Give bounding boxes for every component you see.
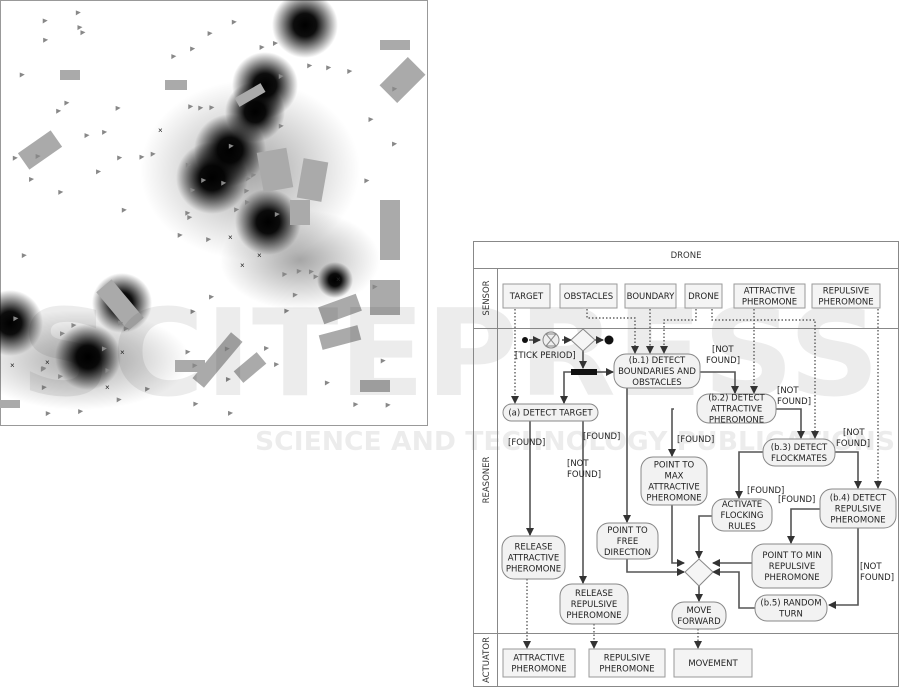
tick-period-label: [TICK PERIOD] bbox=[515, 351, 576, 361]
sensor-drone-label: DRONE bbox=[688, 292, 719, 302]
guard-label: FOUND] bbox=[706, 356, 740, 366]
action-detect-target: (a) DETECT TARGET bbox=[502, 403, 599, 422]
sensor-obstacles-label: OBSTACLES bbox=[564, 292, 613, 302]
guard-label: [FOUND] bbox=[747, 486, 784, 496]
guard-label: [FOUND] bbox=[583, 432, 620, 442]
svg-text:×: × bbox=[228, 233, 233, 242]
sensor-target-label: TARGET bbox=[509, 292, 544, 302]
svg-text:×: × bbox=[336, 275, 341, 284]
sensor-boundary: BOUNDARY bbox=[624, 283, 677, 309]
guard-label: [NOT bbox=[567, 459, 589, 469]
action-detect-target-label: (a) DETECT TARGET bbox=[508, 409, 593, 419]
hourglass-timer-icon bbox=[542, 331, 560, 349]
guard-label: FOUND] bbox=[777, 397, 811, 407]
svg-text:×: × bbox=[120, 348, 125, 357]
object-flows bbox=[511, 309, 882, 649]
svg-text:×: × bbox=[158, 126, 163, 135]
initial-node bbox=[522, 337, 528, 343]
sensor-obstacles: OBSTACLES bbox=[559, 283, 618, 309]
lane-sensor: SENSOR bbox=[482, 280, 492, 315]
svg-text:×: × bbox=[10, 361, 15, 370]
drone-clusters bbox=[0, 0, 353, 390]
guard-label: [FOUND] bbox=[508, 438, 545, 448]
sensor-target: TARGET bbox=[502, 283, 551, 309]
diagram-title: DRONE bbox=[671, 251, 702, 261]
guard-label: [FOUND] bbox=[778, 495, 815, 505]
lane-reasoner: REASONER bbox=[482, 457, 492, 504]
simulation-map: × × × × × × × × × bbox=[0, 0, 428, 426]
sensor-boundary-label: BOUNDARY bbox=[627, 292, 676, 302]
fork-bar bbox=[571, 369, 597, 375]
swimlane-frame bbox=[473, 241, 899, 687]
svg-text:×: × bbox=[240, 261, 245, 270]
actuator-movement-label: MOVEMENT bbox=[688, 659, 738, 669]
actuator-movement: MOVEMENT bbox=[673, 648, 753, 678]
control-flows bbox=[526, 336, 862, 609]
decision-node bbox=[570, 328, 596, 352]
agents: × × × × × × × × × bbox=[10, 10, 398, 417]
guard-label: [NOT bbox=[860, 562, 882, 572]
guard-label: FOUND] bbox=[860, 573, 894, 583]
merge-node bbox=[684, 558, 714, 587]
final-node bbox=[604, 335, 614, 345]
guard-label: [FOUND] bbox=[677, 435, 714, 445]
svg-text:×: × bbox=[257, 251, 262, 260]
guard-label: [NOT bbox=[777, 386, 799, 396]
sensor-drone: DRONE bbox=[684, 283, 723, 309]
guard-label: FOUND] bbox=[567, 470, 601, 480]
lane-actuator: ACTUATOR bbox=[482, 637, 492, 683]
guard-label: FOUND] bbox=[836, 439, 870, 449]
obstacles bbox=[0, 40, 426, 408]
svg-text:×: × bbox=[105, 383, 110, 392]
guard-label: [NOT bbox=[843, 428, 865, 438]
guard-label: [NOT bbox=[712, 345, 734, 355]
svg-text:×: × bbox=[45, 358, 50, 367]
